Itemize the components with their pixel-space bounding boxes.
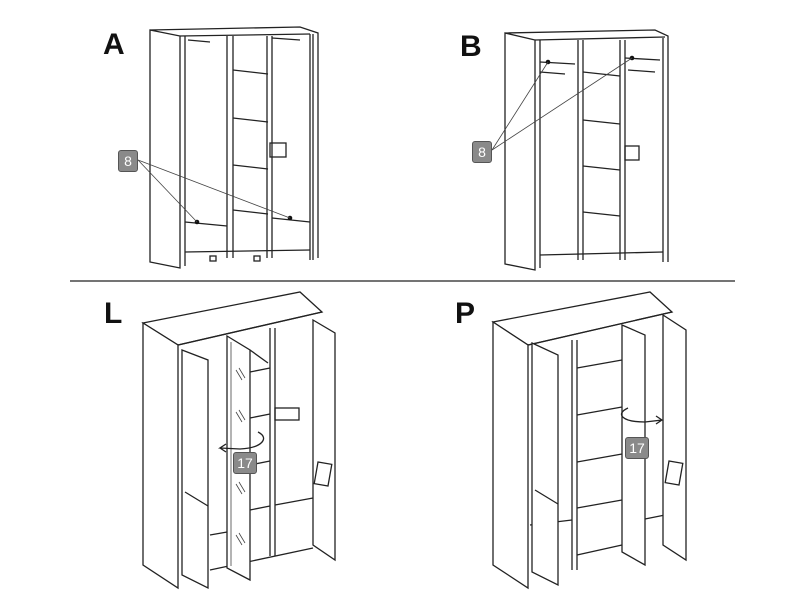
part-callout-b: 8	[472, 141, 492, 163]
wardrobe-a	[137, 26, 319, 269]
panel-label-a: A	[103, 28, 125, 61]
panel-label-p: P	[455, 297, 476, 330]
wardrobe-p	[491, 291, 687, 590]
wardrobe-l	[141, 291, 336, 590]
part-callout-l: 17	[233, 452, 257, 474]
wardrobe-b	[491, 29, 669, 271]
panel-label-l: L	[104, 297, 123, 330]
part-callout-p: 17	[625, 437, 649, 459]
part-callout-a: 8	[118, 150, 138, 172]
panel-label-b: B	[460, 30, 482, 63]
